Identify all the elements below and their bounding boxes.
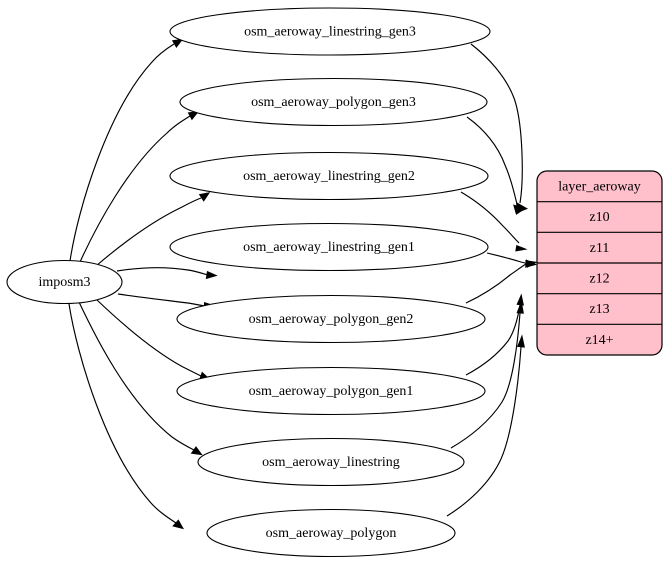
node-osm_aeroway_polygon_gen1-shape[interactable] <box>176 366 486 416</box>
layer-aeroway-row-labels: layer_aeroway z10 z11 z12 z13 z14+ <box>537 180 662 348</box>
node-osm_aeroway_polygon-label: osm_aeroway_polygon <box>266 526 397 541</box>
node-osm_aeroway_linestring_gen2[interactable]: osm_aeroway_linestring_gen2 <box>169 151 489 201</box>
node-osm_aeroway_polygon-shape[interactable] <box>206 508 456 558</box>
node-osm_aeroway_linestring-shape[interactable] <box>197 437 465 487</box>
node-osm_aeroway_linestring-label: osm_aeroway_linestring <box>262 455 400 470</box>
node-imposm3-label: imposm3 <box>38 275 90 290</box>
edge-osm_aeroway_polygon_gen1-to-z13 <box>465 293 524 376</box>
edge-imposm3-to-osm_aeroway_linestring_gen2 <box>95 192 211 267</box>
node-osm_aeroway_polygon_gen1-label: osm_aeroway_polygon_gen1 <box>249 384 414 399</box>
node-osm_aeroway_polygon_gen3[interactable]: osm_aeroway_polygon_gen3 <box>179 77 488 127</box>
edge-osm_aeroway_linestring-to-z13 <box>450 300 524 449</box>
edge-osm_aeroway_linestring_gen3-to-z10 <box>470 43 529 214</box>
node-osm_aeroway_linestring_gen2-shape[interactable] <box>169 151 489 201</box>
edge-imposm3-to-osm_aeroway_linestring <box>78 301 203 456</box>
edge-osm_aeroway_polygon_gen2-to-z12 <box>465 260 538 304</box>
edge-osm_aeroway_polygon-to-z14 <box>446 334 525 517</box>
node-osm_aeroway_linestring_gen3-shape[interactable] <box>169 7 491 56</box>
layer-aeroway-row-z11[interactable]: z11 <box>590 241 610 256</box>
node-osm_aeroway_linestring_gen1[interactable]: osm_aeroway_linestring_gen1 <box>169 222 489 272</box>
node-osm_aeroway_linestring_gen2-label: osm_aeroway_linestring_gen2 <box>243 169 415 184</box>
node-osm_aeroway_polygon_gen1[interactable]: osm_aeroway_polygon_gen1 <box>176 366 486 416</box>
edge-imposm3-to-osm_aeroway_linestring_gen1 <box>116 267 218 280</box>
node-osm_aeroway_polygon[interactable]: osm_aeroway_polygon <box>206 508 456 558</box>
node-osm_aeroway_polygon_gen3-shape[interactable] <box>179 77 488 127</box>
node-osm_aeroway_linestring_gen3[interactable]: osm_aeroway_linestring_gen3 <box>169 7 491 56</box>
node-osm_aeroway_linestring_gen1-shape[interactable] <box>169 222 489 272</box>
layer-aeroway-row-z14[interactable]: z14+ <box>585 333 613 348</box>
node-osm_aeroway_linestring_gen3-label: osm_aeroway_linestring_gen3 <box>244 25 416 40</box>
edge-osm_aeroway_linestring_gen2-to-z11 <box>460 191 528 252</box>
layer-aeroway-row-z10[interactable]: z10 <box>589 210 609 225</box>
node-imposm3[interactable]: imposm3 <box>6 259 123 305</box>
node-osm_aeroway_polygon_gen2-shape[interactable] <box>176 294 486 344</box>
node-osm_aeroway_polygon_gen3-label: osm_aeroway_polygon_gen3 <box>251 95 416 110</box>
edge-osm_aeroway_polygon_gen3-to-z10 <box>466 116 527 215</box>
layer-aeroway-row-z12[interactable]: z12 <box>589 272 609 287</box>
node-osm_aeroway_polygon_gen2-label: osm_aeroway_polygon_gen2 <box>249 312 414 327</box>
layer-aeroway-row-z13[interactable]: z13 <box>589 302 609 317</box>
edge-group-tables-to-layer <box>446 43 538 517</box>
layer-aeroway-header-label: layer_aeroway <box>558 180 640 195</box>
node-osm_aeroway_linestring_gen1-label: osm_aeroway_linestring_gen1 <box>243 240 415 255</box>
node-imposm3-shape[interactable] <box>6 259 123 305</box>
node-osm_aeroway_polygon_gen2[interactable]: osm_aeroway_polygon_gen2 <box>176 294 486 344</box>
edge-imposm3-to-osm_aeroway_polygon <box>68 303 185 530</box>
node-osm_aeroway_linestring[interactable]: osm_aeroway_linestring <box>197 437 465 487</box>
edge-imposm3-to-osm_aeroway_linestring_gen3 <box>69 38 184 262</box>
